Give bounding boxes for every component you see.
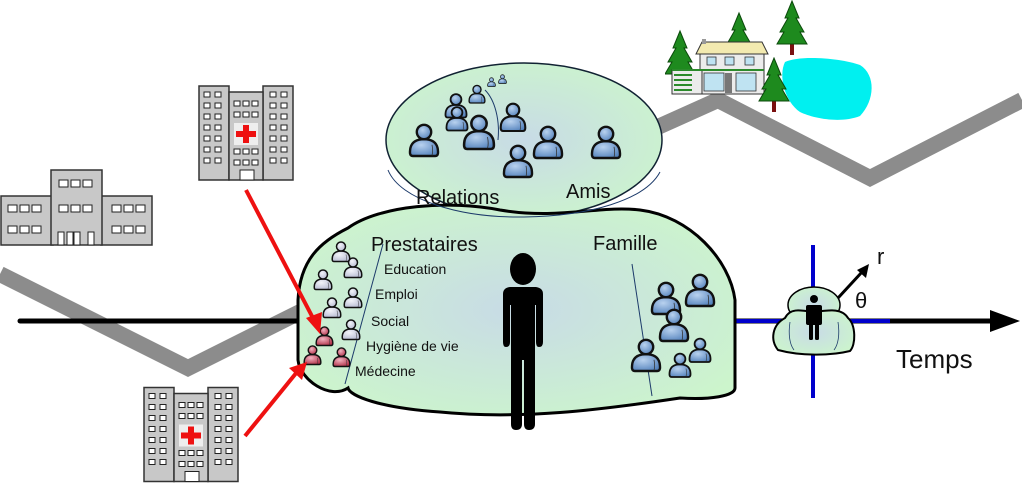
arrow-hospital-bottom <box>243 370 299 438</box>
house-scene <box>665 0 872 120</box>
amis-label: Amis <box>566 181 610 203</box>
time-arrow-head <box>990 310 1020 332</box>
small-life-bubble <box>772 286 856 356</box>
hospital-building-icon-bottom <box>143 386 239 483</box>
service-hygiene: Hygiène de vie <box>366 338 459 354</box>
lake-icon <box>782 58 872 120</box>
small-person-icon <box>806 295 822 340</box>
famille-divider <box>631 263 653 397</box>
arrow-hospital-top <box>244 189 316 321</box>
service-medecine: Médecine <box>355 363 416 379</box>
road-left <box>0 266 304 377</box>
prestataires-label: Prestataires <box>371 234 478 256</box>
arrow-head-top <box>306 312 322 334</box>
service-social: Social <box>371 313 409 329</box>
arrow-head-bottom <box>289 362 307 380</box>
prestataires-divider <box>344 243 384 385</box>
famille-label: Famille <box>593 233 657 255</box>
school-building-icon <box>0 169 153 246</box>
r-arrow-head <box>857 264 869 278</box>
relations-bubble-edge <box>387 169 661 218</box>
house-icon <box>671 39 769 95</box>
theta-label: θ <box>855 288 867 313</box>
pine-tree-icon <box>776 0 808 56</box>
service-emploi: Emploi <box>375 286 418 302</box>
service-education: Education <box>384 261 446 277</box>
road-right <box>636 91 1022 187</box>
r-label: r <box>877 244 884 269</box>
time-label: Temps <box>896 344 973 374</box>
hospital-building-icon-top <box>198 85 294 181</box>
relations-divider <box>484 89 499 141</box>
relations-label: Relations <box>416 187 499 209</box>
r-vector <box>836 270 864 300</box>
central-person-icon <box>503 253 543 430</box>
